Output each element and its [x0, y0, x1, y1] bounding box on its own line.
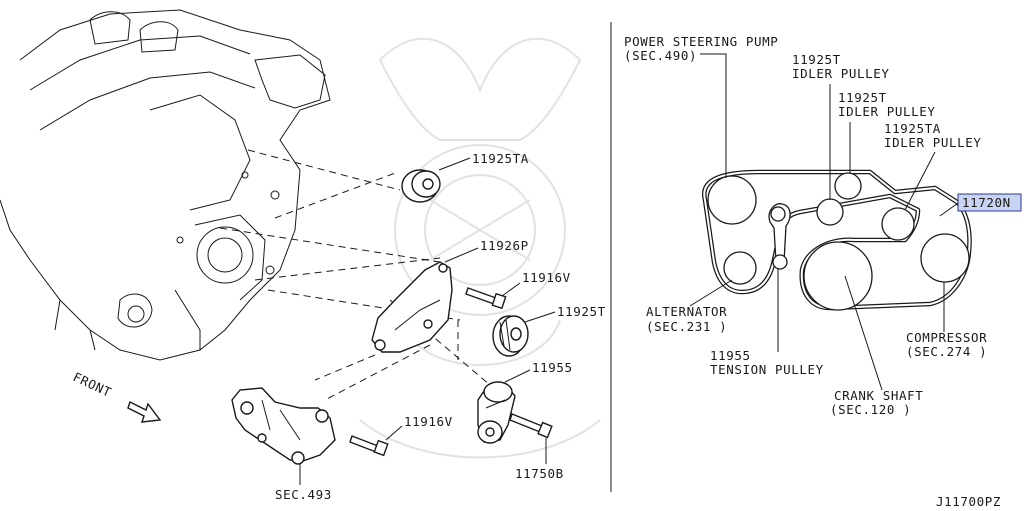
power-steering-pulley: [707, 175, 757, 225]
label-alternator-sec: (SEC.231 ): [646, 319, 727, 334]
crankshaft-pulley: [803, 241, 873, 311]
label-compressor: COMPRESSOR: [906, 330, 987, 345]
idler-t-pulley-2: [834, 172, 862, 200]
leader-crank: [844, 275, 883, 391]
callout-bolt-tensioner: 11750B: [515, 466, 564, 481]
callout-idler-ta: 11925TA: [472, 151, 529, 166]
label-compressor-sec: (SEC.274 ): [906, 344, 987, 359]
label-power-steering: POWER STEERING PUMP: [624, 34, 778, 49]
callout-bolt-lower: 11916V: [404, 414, 453, 429]
label-crank: CRANK SHAFT: [834, 388, 923, 403]
belt-part-number: 11720N: [962, 195, 1011, 210]
label-tension-num: 11955: [710, 348, 751, 363]
callout-idler-t: 11925T: [557, 304, 606, 319]
belt-part-badge[interactable]: 11720N: [957, 193, 1022, 212]
idler-bracket: [371, 247, 479, 353]
tension-pulley: [768, 203, 791, 270]
engine-block: [0, 9, 331, 361]
figure-code: J11700PZ: [936, 494, 1001, 509]
callout-bracket: 11926P: [480, 238, 529, 253]
label-idler-t: IDLER PULLEY: [792, 66, 890, 81]
tension-pulley-assy: [477, 369, 531, 444]
idler-t-pulley-1: [816, 198, 844, 226]
label-power-steering-sec: (SEC.490): [624, 48, 697, 63]
label-idler-ta: IDLER PULLEY: [884, 135, 982, 150]
label-idler-ta-num: 11925TA: [884, 121, 941, 136]
label-alternator: ALTERNATOR: [646, 304, 727, 319]
leader-idler-ta: [904, 151, 936, 211]
front-arrow-icon: [127, 401, 162, 423]
label-crank-sec: (SEC.120 ): [830, 402, 911, 417]
mounting-bracket: [231, 387, 336, 485]
idler-pulley-t: [492, 311, 556, 357]
front-label: FRONT: [71, 369, 114, 400]
leader-alternator: [689, 279, 733, 307]
watermark-emblem: [359, 37, 601, 459]
callout-tensioner: 11955: [532, 360, 573, 375]
label-idler-t-num: 11925T: [792, 52, 841, 67]
label-tension-pulley: TENSION PULLEY: [710, 362, 824, 377]
leader-power-steering: [700, 53, 727, 178]
alternator-pulley: [723, 251, 757, 285]
idler-pulley-ta: [401, 157, 471, 203]
callout-bolt-upper: 11916V: [522, 270, 571, 285]
label-idler-t2: IDLER PULLEY: [838, 104, 936, 119]
callout-section: SEC.493: [275, 487, 332, 502]
leader-belt: [939, 202, 959, 217]
bolt-upper: [465, 282, 521, 310]
label-idler-t2-num: 11925T: [838, 90, 887, 105]
bolt-tensioner: [509, 413, 553, 464]
idler-ta-pulley: [881, 207, 915, 241]
compressor-pulley: [920, 233, 970, 283]
bolt-lower: [349, 425, 403, 457]
